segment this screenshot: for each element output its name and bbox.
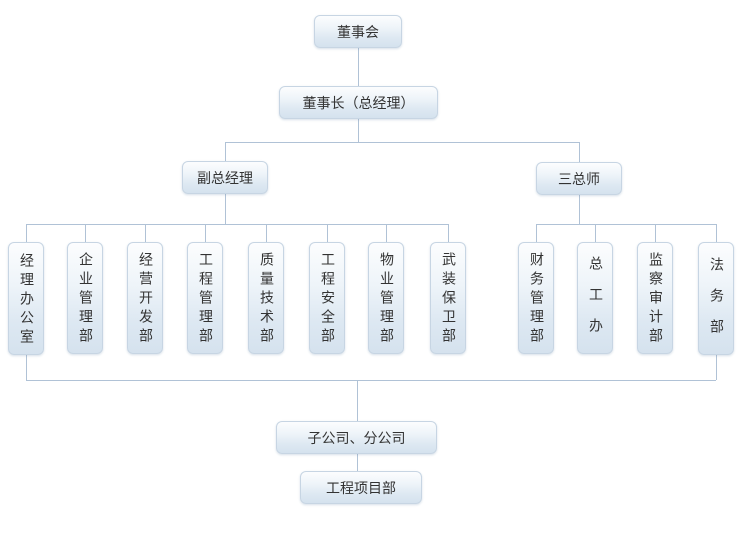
org-node-dept-enterprise-mgmt: 企业管理部 (67, 242, 103, 354)
org-node-project-dept: 工程项目部 (300, 471, 422, 504)
org-node-deputy-gm: 副总经理 (182, 161, 268, 194)
org-node-dept-manager-office: 经理办公室 (8, 242, 44, 355)
connector-dept1-down (26, 355, 27, 380)
org-node-dept-armed-security: 武装保卫部 (430, 242, 466, 354)
org-node-label: 工程项目部 (326, 480, 396, 497)
org-node-label: 工程安全部 (319, 252, 335, 347)
connector-drop-dept-7 (386, 224, 387, 242)
org-node-label: 经营开发部 (137, 252, 153, 347)
connector-left-rail (26, 224, 448, 225)
connector-board-chairman (358, 48, 359, 86)
org-node-label: 物业管理部 (378, 252, 394, 347)
connector-drop-dept-2 (85, 224, 86, 242)
org-node-board: 董事会 (314, 15, 402, 48)
org-node-three-chiefs: 三总师 (536, 162, 622, 195)
connector-drop-dept-3 (145, 224, 146, 242)
connector-drop-dept-11 (655, 224, 656, 242)
connector-drop-dept-9 (536, 224, 537, 242)
connector-chairman-down (358, 119, 359, 142)
org-node-dept-finance-mgmt: 财务管理部 (518, 242, 554, 354)
connector-subsidiaries-project (357, 454, 358, 471)
org-node-label: 三总师 (558, 171, 600, 188)
org-node-chief-engineer-office: 总工办 (577, 242, 613, 354)
org-node-label: 武装保卫部 (440, 252, 456, 347)
connector-drop-deputy-gm (225, 142, 226, 161)
connector-drop-dept-8 (448, 224, 449, 242)
org-node-dept-property-mgmt: 物业管理部 (368, 242, 404, 354)
connector-drop-dept-10 (595, 224, 596, 242)
org-node-chairman: 董事长（总经理） (279, 86, 438, 119)
connector-drop-three-chiefs (579, 142, 580, 162)
org-node-dept-legal: 法务部 (698, 242, 734, 355)
org-node-label: 质量技术部 (258, 252, 274, 347)
org-node-label: 董事会 (337, 24, 379, 41)
connector-drop-dept-12 (716, 224, 717, 242)
connector-drop-dept-5 (266, 224, 267, 242)
connector-drop-dept-6 (327, 224, 328, 242)
org-node-dept-business-dev: 经营开发部 (127, 242, 163, 354)
org-node-label: 财务管理部 (528, 252, 544, 347)
org-node-label: 企业管理部 (77, 252, 93, 347)
org-node-label: 工程管理部 (197, 252, 213, 347)
connector-dept12-down (716, 355, 717, 380)
connector-drop-subsidiaries (357, 380, 358, 421)
org-node-label: 总工办 (587, 256, 603, 349)
org-node-dept-engineering-safety: 工程安全部 (309, 242, 345, 354)
org-node-dept-engineering-mgmt: 工程管理部 (187, 242, 223, 354)
connector-drop-dept-1 (26, 224, 27, 242)
connector-right-rail (536, 224, 716, 225)
connector-level3-rail (225, 142, 579, 143)
connector-three-chiefs-down (579, 195, 580, 224)
org-node-dept-supervision-audit: 监察审计部 (637, 242, 673, 354)
connector-bottom-rail (26, 380, 716, 381)
org-node-label: 法务部 (708, 256, 724, 350)
org-node-label: 子公司、分公司 (307, 430, 406, 447)
org-node-label: 监察审计部 (647, 252, 663, 347)
org-node-label: 董事长（总经理） (302, 95, 415, 112)
org-node-dept-quality-tech: 质量技术部 (248, 242, 284, 354)
org-node-label: 副总经理 (197, 170, 253, 187)
org-node-label: 经理办公室 (18, 252, 34, 348)
org-node-subsidiaries: 子公司、分公司 (276, 421, 437, 454)
connector-drop-dept-4 (205, 224, 206, 242)
connector-deputy-gm-down (225, 194, 226, 224)
